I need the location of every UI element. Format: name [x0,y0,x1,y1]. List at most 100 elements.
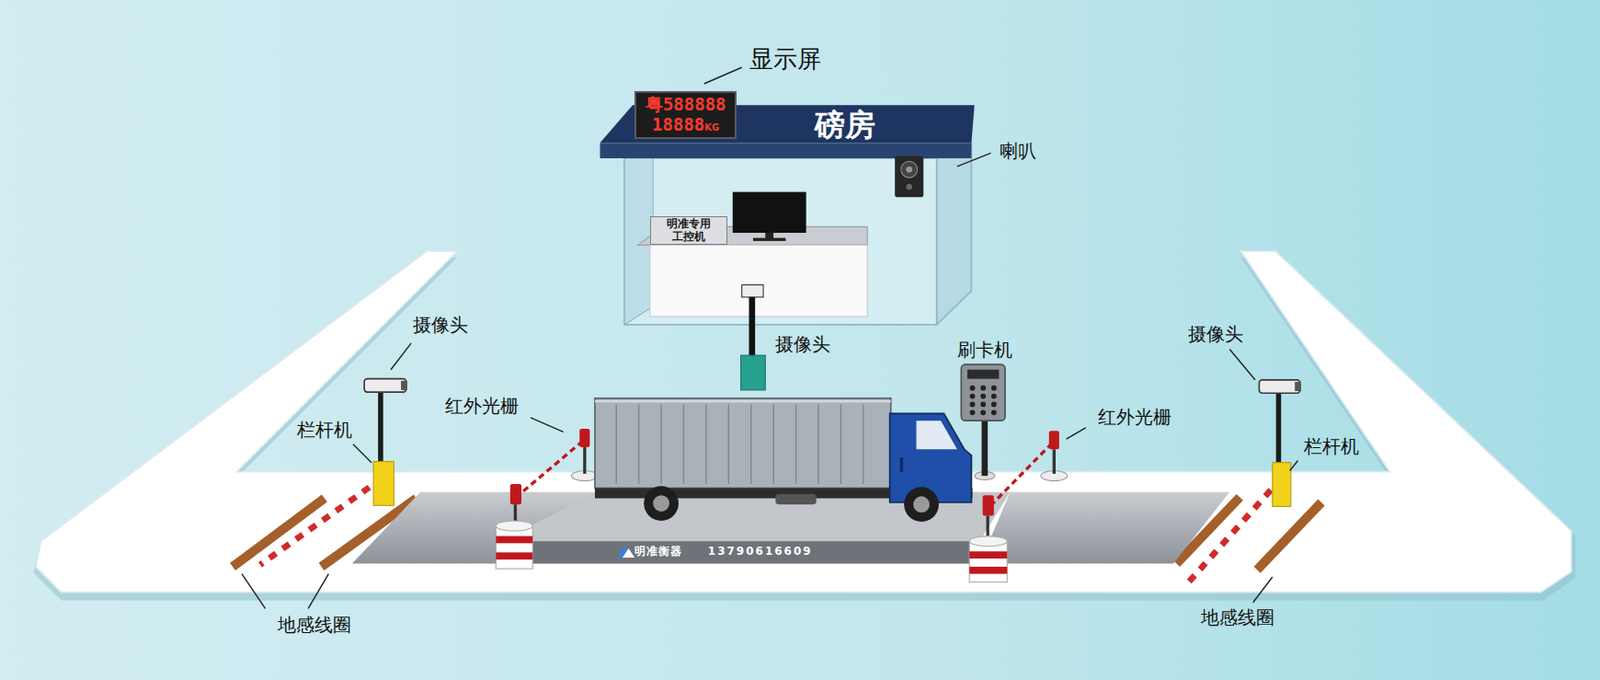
right-infrared-grating-part [969,540,1007,582]
ground-loops-part [1257,502,1322,570]
truck-part [594,398,892,489]
right-infrared-grating-part [969,550,1007,559]
right-infrared-grating-part [989,443,1052,507]
card-reader-part-part [980,401,986,408]
left-infrared-grating-part [495,520,533,531]
weighbridge-part [622,548,635,558]
scale-house-part [732,192,807,233]
part-label: 红外光栅 [445,395,519,416]
right-infrared-grating-part [982,494,995,515]
scale-house-part [624,158,938,325]
card-reader-part [970,385,997,415]
scale-house-part [742,285,764,298]
left-barrier [260,378,408,565]
house-title: 磅房 [814,109,876,140]
leader-lines-part [241,573,266,609]
truck-part [890,412,972,503]
right-infrared-grating-part [1052,448,1056,474]
part-label: 栏杆机 [1303,435,1360,457]
scale-house-part [937,142,972,325]
part-label: 摄像头 [775,333,831,355]
left-barrier-part [373,461,394,506]
brand-name: 明准衡器 [634,546,683,559]
part-label: 显示屏 [749,45,822,73]
weighbridge-part [979,491,1230,564]
scale-house-part [741,354,766,390]
leader-lines-part [957,152,992,166]
left-barrier-part [260,477,383,564]
card-reader-part-part [970,385,976,391]
part-label: 地感线圈 [277,614,352,635]
card-reader-part-part [991,385,997,391]
scale-house-part [901,160,918,178]
truck-part [913,495,930,513]
right-barrier-part [1188,477,1282,582]
leader-lines-part [1229,349,1256,380]
truck-part-part [862,403,864,484]
card-reader-part-part [970,409,976,415]
left-infrared-grating-part [495,551,533,560]
truck-part [616,403,864,484]
leader-lines-part [1066,427,1086,439]
weighbridge [352,491,1230,564]
truck-part-part [638,403,640,484]
truck-part-part [817,403,819,484]
part-label: 喇叭 [999,140,1037,161]
leader-lines-part [1253,576,1273,603]
left-barrier-part [260,477,383,564]
weighbridge-part [500,540,981,563]
right-barrier-part [1188,477,1282,582]
right-barrier-part [1276,390,1282,466]
industrial-pc: 明准专用 工控机 [650,216,728,245]
truck-part [900,457,903,472]
phone-number: 13790616609 [708,546,813,559]
leader-lines-part [704,67,743,84]
truck-part-part [750,403,752,484]
card-reader-part-part [970,393,976,400]
left-infrared-grating [495,428,598,569]
left-barrier-part [377,390,384,466]
card-reader-part-part [970,401,976,408]
scale-house-part [905,183,913,191]
truck-part-part [728,403,730,484]
left-infrared-grating-part [510,483,522,504]
card-reader-part-part [991,401,997,408]
leader-lines-part [353,444,372,463]
leader-lines [241,67,1299,608]
scale-house-part [753,238,787,241]
plate-number: 粤588888 [640,94,732,115]
scale-house: 磅房明准专用 工控机 [600,104,975,327]
card-reader [960,364,1006,480]
truck [594,398,973,522]
led-display: 粤58888818888KG [634,91,737,139]
card-reader-part [960,364,1006,421]
right-infrared-grating-part [969,566,1007,574]
right-barrier [1188,379,1302,583]
scale-house-part [905,166,913,173]
truck-part-part [660,403,662,484]
left-barrier-part [364,378,406,392]
left-barrier-part [400,380,408,390]
left-infrared-grating-part [579,428,590,447]
leader-lines-part [308,573,329,609]
left-infrared-grating-part [582,446,586,474]
truck-part [643,485,679,521]
truck-part [916,420,958,449]
left-infrared-grating-part [495,536,533,544]
part-label: 栏杆机 [297,419,353,440]
part-label: 摄像头 [412,314,469,335]
left-infrared-grating-part [517,440,583,496]
card-reader-part-part [980,385,986,391]
pc-label: 明准专用 工控机 [653,217,724,244]
leader-lines-part [390,342,412,370]
truck-part [775,493,816,504]
truck-part [594,400,892,402]
right-barrier-part [1258,379,1300,393]
card-reader-part [982,418,989,476]
card-reader-part-part [991,409,997,415]
right-infrared-grating-part [969,536,1007,547]
truck-part-part [705,403,707,484]
weight-value: 18888 [651,114,705,136]
